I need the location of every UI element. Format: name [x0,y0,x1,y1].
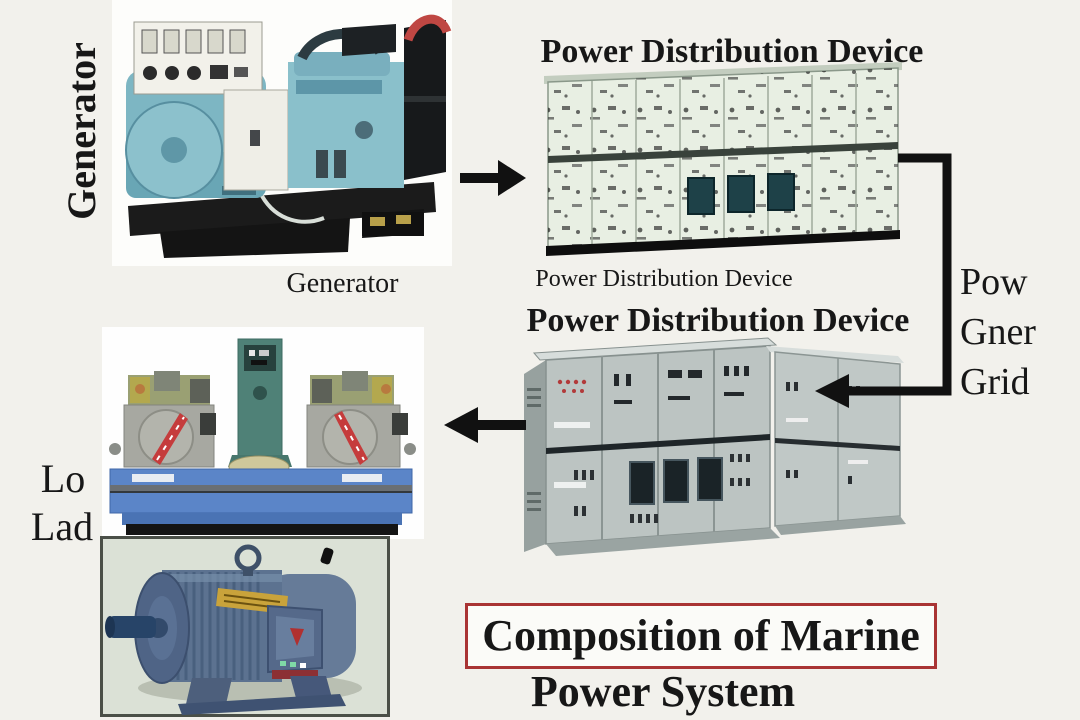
cabinet-windows [629,457,723,505]
generator-side-label: Generator [59,42,104,220]
generator-photo [112,0,452,266]
motor-photo [100,536,390,717]
generator-engine [288,24,404,188]
motor-illustration-icon [100,536,390,717]
load-label-line2: Lad [30,504,94,549]
junction-box [267,604,323,679]
motor-feet [178,676,346,715]
power-grid-line1: Pow [960,261,1028,303]
switchgear-photo [540,60,908,262]
generator-caption: Generator [286,268,399,299]
main-title-line2: Power System [530,667,796,716]
load-label-line1: Lo [40,456,86,501]
load-photo [102,327,424,539]
blue-bed [109,468,413,535]
generator-control-panel [133,21,263,95]
switchgear-screens [687,173,795,215]
power-grid-line3: Grid [960,361,1030,403]
power-grid-line2: Gner [960,311,1036,353]
cabinet-handles [554,422,590,488]
main-title-box: Composition of Marine [465,603,937,669]
switchgear-illustration-icon [544,62,902,256]
arrow-distribution-to-grid-icon [815,153,952,408]
arrow-generator-to-distribution-icon [460,160,526,196]
main-title-line1: Composition of Marine [482,611,920,660]
distribution-mid-title: Power Distribution Device [526,302,910,339]
control-pillar [228,338,292,467]
cabinet-switches [614,366,749,404]
motor-end-and-shaft [105,572,190,684]
motor-body [162,570,356,682]
right-pump-unit [306,371,408,468]
left-pump-unit [123,371,216,468]
arrow-distribution-to-load-icon [444,407,526,443]
power-grid-label: Pow Gner Grid [960,257,1080,407]
generator-base-tank [362,212,424,236]
load-machinery-illustration-icon [102,327,424,539]
cabinet-vents [527,388,541,511]
generator-radiator [403,14,452,180]
generator-illustration-icon [112,0,452,266]
motor-plug [320,547,334,565]
lifting-eye [234,544,262,576]
cabinet-slots [574,454,750,523]
switchgear-dividers [591,73,857,248]
cabinet-indicator-lights [557,379,587,393]
distribution-mid-caption: Power Distribution Device [535,266,793,292]
distribution-top-title: Power Distribution Device [540,33,924,70]
